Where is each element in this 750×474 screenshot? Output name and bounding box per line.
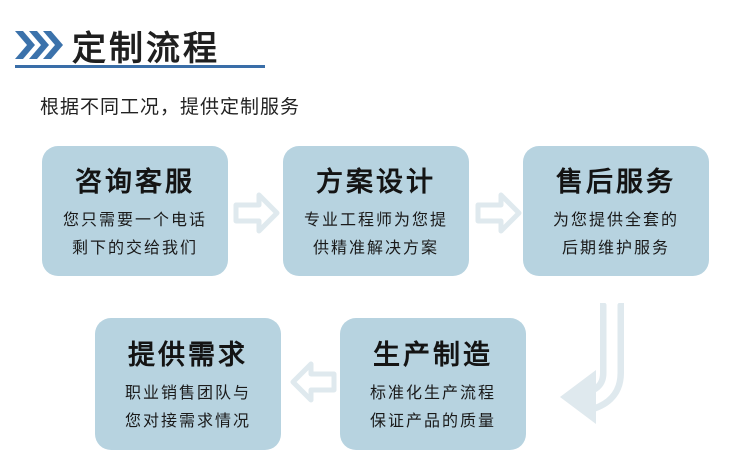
step-title: 咨询客服 xyxy=(75,167,195,197)
step-desc: 专业工程师为您提 供精准解决方案 xyxy=(304,206,448,262)
step-title: 售后服务 xyxy=(556,167,676,197)
step-desc-line2: 剩下的交给我们 xyxy=(71,238,198,257)
step-title: 提供需求 xyxy=(128,340,248,370)
title-underline xyxy=(15,65,265,68)
step-desc-line1: 职业销售团队与 xyxy=(124,383,251,402)
arrow-right-icon xyxy=(233,192,280,234)
step-desc-line2: 供精准解决方案 xyxy=(312,238,439,257)
step-desc-line2: 后期维护服务 xyxy=(561,238,670,257)
arrow-right-icon xyxy=(475,192,522,234)
step-desc: 为您提供全套的 后期维护服务 xyxy=(553,206,679,262)
step-title: 生产制造 xyxy=(373,340,493,370)
step-box-consult: 咨询客服 您只需要一个电话 剩下的交给我们 xyxy=(42,146,228,276)
arrow-down-left-icon xyxy=(560,297,624,424)
step-desc-line1: 专业工程师为您提 xyxy=(303,210,448,229)
step-desc-line2: 您对接需求情况 xyxy=(124,411,251,430)
arrow-left-icon xyxy=(290,361,337,403)
step-title: 方案设计 xyxy=(316,167,436,197)
step-desc: 标准化生产流程 保证产品的质量 xyxy=(370,379,496,435)
step-desc-line1: 您只需要一个电话 xyxy=(62,210,207,229)
step-box-after-sales: 售后服务 为您提供全套的 后期维护服务 xyxy=(523,146,709,276)
step-desc: 您只需要一个电话 剩下的交给我们 xyxy=(63,206,207,262)
step-desc-line1: 标准化生产流程 xyxy=(369,383,496,402)
triple-chevron-icon xyxy=(15,31,63,59)
step-desc-line2: 保证产品的质量 xyxy=(369,411,496,430)
step-box-requirements: 提供需求 职业销售团队与 您对接需求情况 xyxy=(95,318,281,450)
step-box-design: 方案设计 专业工程师为您提 供精准解决方案 xyxy=(283,146,469,276)
step-box-manufacture: 生产制造 标准化生产流程 保证产品的质量 xyxy=(340,318,526,450)
step-desc: 职业销售团队与 您对接需求情况 xyxy=(125,379,251,435)
step-desc-line1: 为您提供全套的 xyxy=(552,210,679,229)
page-title: 定制流程 xyxy=(72,30,220,68)
section-subtitle: 根据不同工况，提供定制服务 xyxy=(40,97,301,118)
